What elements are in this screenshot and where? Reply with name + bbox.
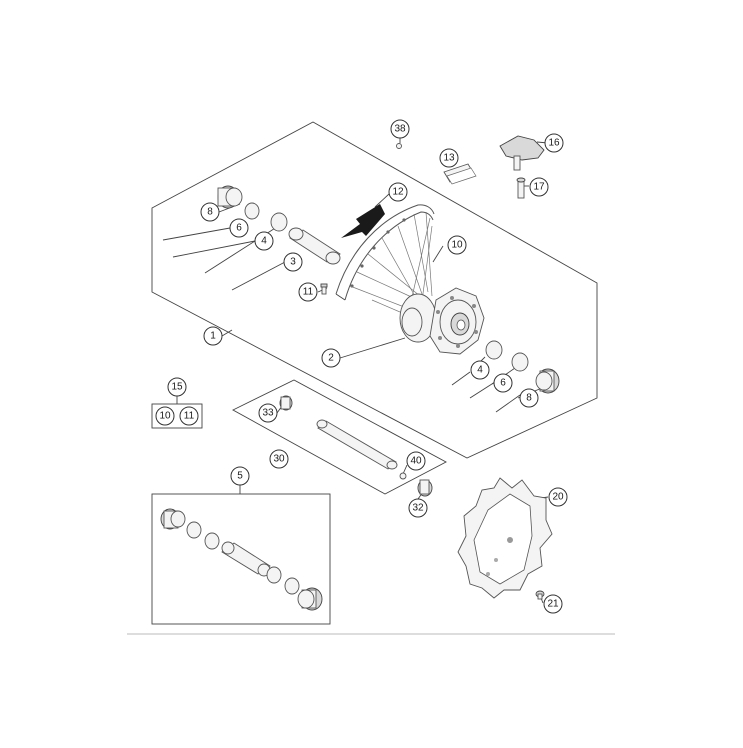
kit-ring-left <box>186 521 202 539</box>
svg-text:30: 30 <box>273 454 285 465</box>
callout-17: 17 <box>529 177 549 197</box>
callout-1: 1 <box>203 326 223 346</box>
callout-30: 30 <box>269 449 289 469</box>
left-seal-part <box>217 185 243 209</box>
callout-20: 20 <box>548 487 568 507</box>
left-spacer-ring <box>244 202 260 220</box>
wheel-assembly-outline <box>151 121 598 459</box>
callout-6b: 6 <box>493 373 513 393</box>
svg-text:32: 32 <box>412 503 424 514</box>
left-bearing <box>270 212 288 232</box>
center-spacer-tube <box>288 227 341 265</box>
kit-bearing-left <box>204 532 220 550</box>
svg-text:8: 8 <box>207 207 213 218</box>
callout-12: 12 <box>388 182 408 202</box>
svg-text:11: 11 <box>184 411 195 422</box>
callout-10b: 10 <box>155 406 175 426</box>
axle-nut-part <box>279 395 293 411</box>
svg-text:20: 20 <box>552 492 564 503</box>
right-seal-part <box>535 368 560 394</box>
svg-text:4: 4 <box>477 365 483 376</box>
svg-text:6: 6 <box>236 223 242 234</box>
svg-text:10: 10 <box>451 240 463 251</box>
callout-32: 32 <box>408 498 428 518</box>
svg-text:2: 2 <box>328 353 334 364</box>
svg-text:40: 40 <box>410 456 422 467</box>
wheel-rim <box>335 204 435 301</box>
callout-38: 38 <box>390 119 410 139</box>
callout-4a: 4 <box>254 231 274 251</box>
svg-text:33: 33 <box>262 408 274 419</box>
callout-40: 40 <box>406 451 426 471</box>
svg-text:1: 1 <box>210 331 216 342</box>
svg-text:10: 10 <box>159 411 171 422</box>
right-bearing <box>485 340 503 360</box>
svg-text:21: 21 <box>547 599 559 610</box>
callout-33: 33 <box>258 403 278 423</box>
leader-lines <box>162 138 549 604</box>
svg-text:8: 8 <box>526 393 532 404</box>
svg-text:6: 6 <box>500 378 506 389</box>
right-spacer-ring <box>511 352 529 372</box>
svg-text:11: 11 <box>303 287 314 298</box>
kit-spacer-tube <box>221 541 271 577</box>
kit-seal-left <box>160 508 186 530</box>
axle-group-outline <box>232 379 447 495</box>
svg-text:4: 4 <box>261 236 267 247</box>
callout-15: 15 <box>167 377 187 397</box>
callout-16: 16 <box>544 133 564 153</box>
callout-4b: 4 <box>470 360 490 380</box>
callout-10a: 10 <box>447 235 467 255</box>
axle-washer-part <box>399 472 407 480</box>
callout-8b: 8 <box>519 388 539 408</box>
svg-text:15: 15 <box>171 382 183 393</box>
callout-6a: 6 <box>229 218 249 238</box>
spoke-nipple-part <box>320 283 328 295</box>
small-washer-part <box>396 143 402 149</box>
callout-8a: 8 <box>200 202 220 222</box>
svg-text:5: 5 <box>237 471 243 482</box>
kit-ring-right <box>284 577 300 595</box>
svg-text:3: 3 <box>290 257 296 268</box>
disc-screw-part <box>535 590 545 600</box>
svg-text:17: 17 <box>533 182 545 193</box>
rotation-arrow-icon <box>341 204 385 238</box>
callout-21: 21 <box>543 594 563 614</box>
svg-text:16: 16 <box>548 138 560 149</box>
callout-11b: 11 <box>179 406 199 426</box>
kit-seal-right <box>297 587 323 611</box>
front-axle-part <box>316 419 398 470</box>
callout-11a: 11 <box>298 282 318 302</box>
axle-clamp-nut-part <box>417 479 433 497</box>
kit-bearing-right <box>266 566 282 584</box>
svg-text:12: 12 <box>392 187 404 198</box>
bearing-kit-box <box>151 493 331 625</box>
valve-cap-part <box>499 135 545 171</box>
valve-insert-part <box>516 177 526 199</box>
wheel-hub <box>399 287 485 355</box>
callout-3: 3 <box>283 252 303 272</box>
callout-2: 2 <box>321 348 341 368</box>
svg-text:38: 38 <box>394 124 406 135</box>
sticker-part <box>443 163 477 185</box>
callout-5: 5 <box>230 466 250 486</box>
svg-text:13: 13 <box>443 153 455 164</box>
brake-disc-part <box>457 477 553 599</box>
callout-13: 13 <box>439 148 459 168</box>
